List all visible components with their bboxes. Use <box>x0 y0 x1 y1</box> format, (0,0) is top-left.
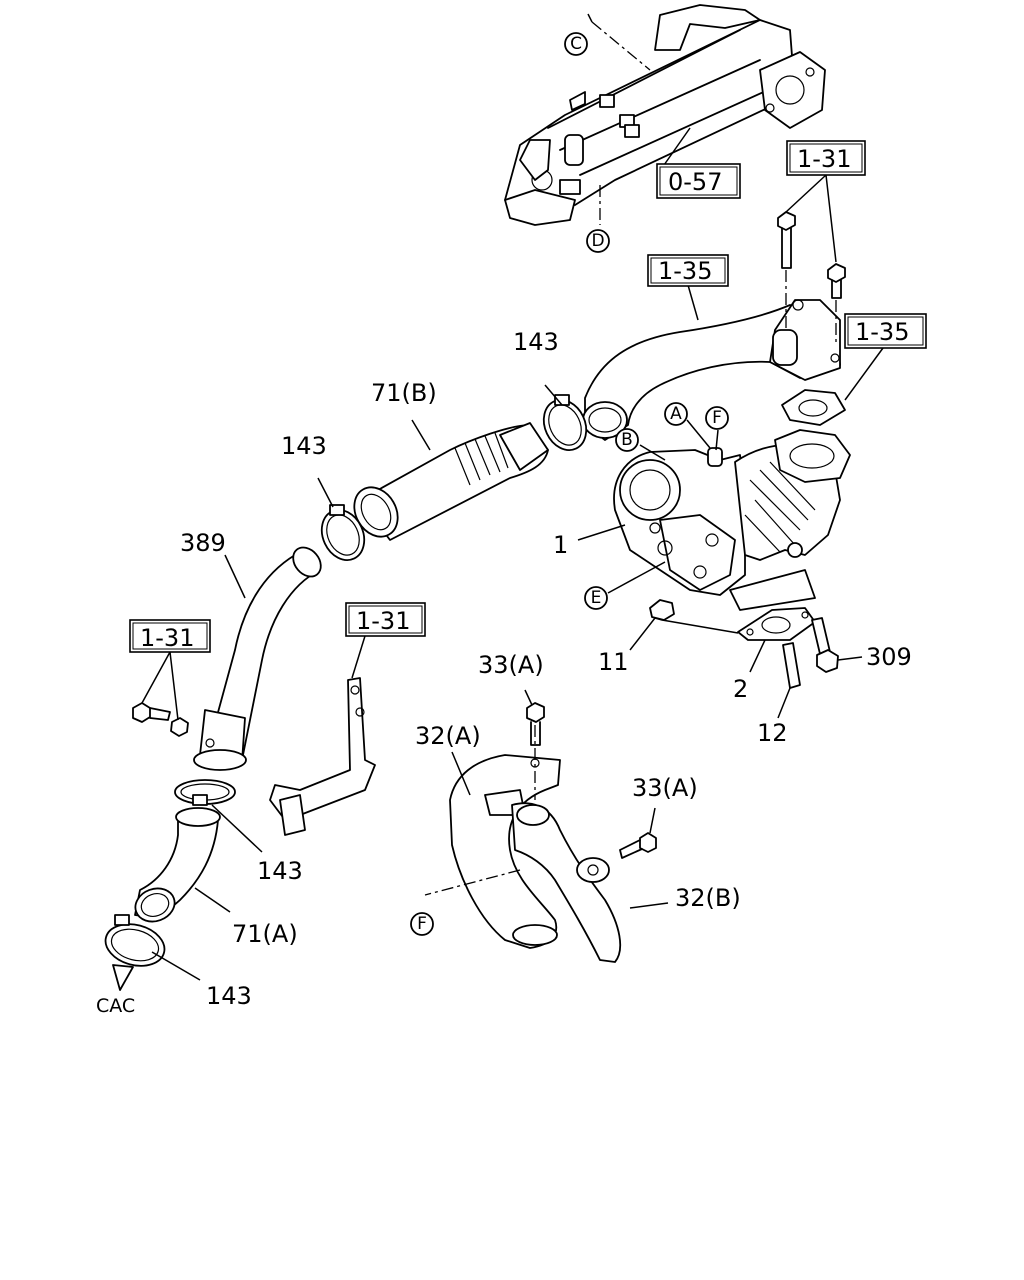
svg-text:1-31: 1-31 <box>797 145 851 173</box>
nut-11 <box>649 599 675 621</box>
label-1: 1 <box>553 531 568 559</box>
pipe-389 <box>193 546 322 771</box>
bolt-33a-top <box>526 702 545 746</box>
marker-b: B <box>615 428 639 452</box>
label-12: 12 <box>757 719 788 747</box>
clamp-143-lower <box>174 779 236 806</box>
center-lines <box>424 21 651 896</box>
label-309: 309 <box>866 643 912 671</box>
label-389: 389 <box>180 529 226 557</box>
clamp-143-mid <box>320 504 366 561</box>
ref-box-1-35-right: 1-35 <box>844 313 927 349</box>
marker-e: E <box>584 586 608 610</box>
label-33a-right: 33(A) <box>632 774 698 802</box>
stud-12 <box>782 642 801 689</box>
egr-cooler <box>504 4 826 226</box>
bolt-pair-left <box>132 702 189 737</box>
label-2: 2 <box>733 675 748 703</box>
svg-text:0-57: 0-57 <box>668 168 722 196</box>
svg-text:A: A <box>670 404 682 424</box>
svg-text:1-35: 1-35 <box>658 257 712 285</box>
label-11: 11 <box>598 648 629 676</box>
label-71a: 71(A) <box>232 920 298 948</box>
outlet-gasket <box>781 389 846 426</box>
turbocharger <box>613 429 851 611</box>
label-32a: 32(A) <box>415 722 481 750</box>
svg-text:1-31: 1-31 <box>140 624 194 652</box>
svg-text:1-31: 1-31 <box>356 607 410 635</box>
cac-arrow-icon <box>112 964 134 991</box>
label-71b: 71(B) <box>371 379 437 407</box>
hose-71a <box>134 807 221 923</box>
marker-d: D <box>586 229 610 253</box>
ref-box-1-31-top: 1-31 <box>786 140 866 176</box>
svg-text:D: D <box>591 231 604 251</box>
marker-f-top: F <box>705 406 729 430</box>
svg-text:C: C <box>570 34 582 54</box>
clamp-143-upper <box>542 394 588 451</box>
svg-text:F: F <box>417 914 427 934</box>
marker-f-bottom: F <box>410 912 434 936</box>
bolt-33a-right <box>619 832 657 859</box>
label-143-mid: 143 <box>281 432 327 460</box>
label-32b: 32(B) <box>675 884 741 912</box>
label-143-bottom: 143 <box>206 982 252 1010</box>
heat-shield-32b <box>511 802 622 963</box>
svg-text:F: F <box>712 408 722 428</box>
svg-text:B: B <box>621 430 633 450</box>
label-cac: CAC <box>96 995 135 1017</box>
ref-box-1-31-mid: 1-31 <box>345 602 426 637</box>
label-143-upper: 143 <box>513 328 559 356</box>
svg-text:E: E <box>591 588 602 608</box>
heat-shield-32a <box>449 754 561 949</box>
svg-text:1-35: 1-35 <box>855 318 909 346</box>
ref-box-1-35-upper: 1-35 <box>647 254 729 287</box>
ref-box-0-57: 0-57 <box>656 163 741 199</box>
marker-a: A <box>664 402 688 426</box>
bolt-pair-top <box>777 211 846 345</box>
ref-box-1-31-left: 1-31 <box>129 619 211 653</box>
leader-lines <box>141 13 884 981</box>
bracket <box>269 677 376 836</box>
hose-71b <box>353 422 549 541</box>
marker-c: C <box>564 32 588 56</box>
turbine-gasket <box>737 607 816 641</box>
clamp-143-bottom <box>104 914 166 967</box>
turbo-outlet-pipe <box>582 299 841 441</box>
label-33a-top: 33(A) <box>478 651 544 679</box>
bolt-309 <box>811 617 839 673</box>
label-143-lower: 143 <box>257 857 303 885</box>
